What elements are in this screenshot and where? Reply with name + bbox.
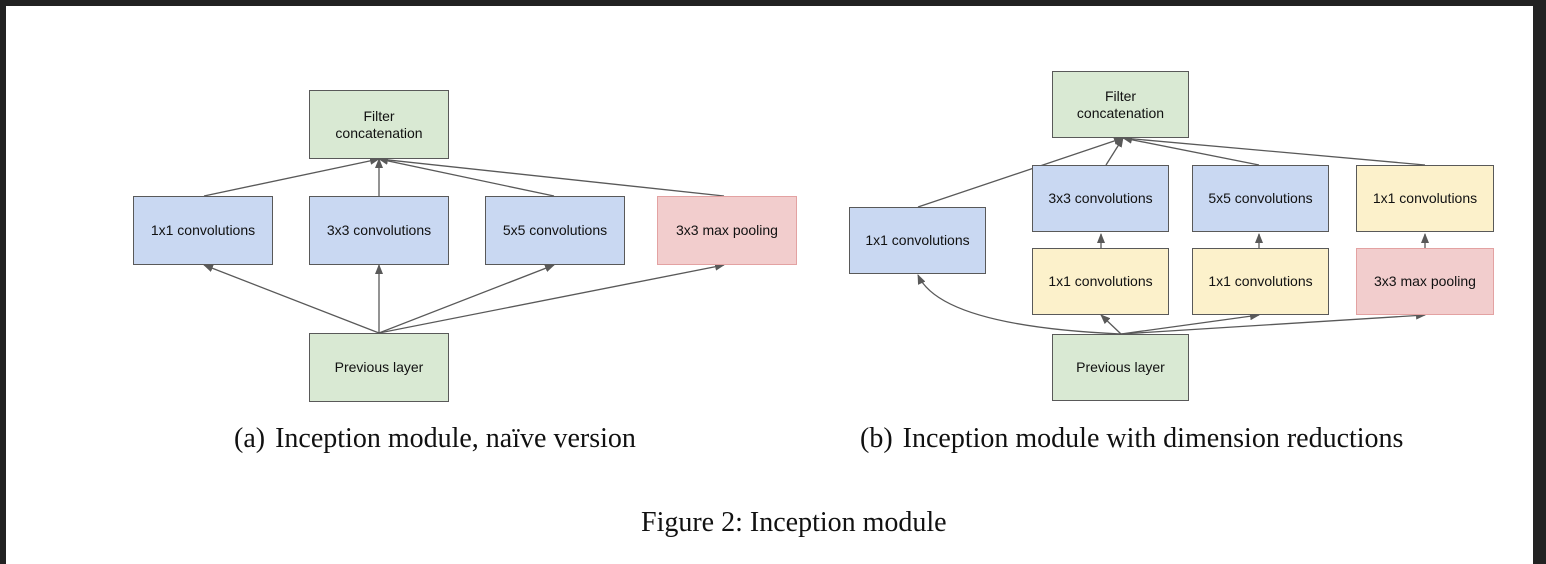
arrow-a-1x1-to-concat [203, 156, 380, 197]
b-3x3-max-pooling: 3x3 max pooling [1356, 248, 1494, 315]
arrow-a-prev-to-5x5 [378, 264, 555, 334]
caption-b-text: Inception module with dimension reductio… [902, 423, 1404, 454]
a-filter-concatenation: Filter concatenation [309, 90, 449, 159]
caption-b-label: (b) [860, 423, 893, 454]
b-previous-layer: Previous layer [1052, 334, 1189, 401]
a-filter-concat-line2: concatenation [335, 124, 423, 141]
a-5x5-convolutions: 5x5 convolutions [485, 196, 625, 265]
arrow-a-pool-to-concat [378, 155, 725, 197]
arrow-b-prev-to-1x1-b [1120, 312, 1260, 335]
figure-caption: Figure 2: Inception module [641, 507, 947, 538]
b-1x1-convolutions-after-pool: 1x1 convolutions [1356, 165, 1494, 232]
b-1x1-reduction-before-3x3: 1x1 convolutions [1032, 248, 1169, 315]
arrow-b-prev-to-direct-1x1 [917, 274, 1122, 335]
arrow-b-3x3-to-concat [1105, 137, 1124, 166]
b-direct-1x1-convolutions: 1x1 convolutions [849, 207, 986, 274]
b-filter-concatenation: Filter concatenation [1052, 71, 1189, 138]
b-1x1-reduction-before-5x5: 1x1 convolutions [1192, 248, 1329, 315]
arrow-b-direct-to-concat [917, 137, 1124, 208]
caption-a-label: (a) [234, 423, 266, 454]
caption-a: (a) Inception module, naïve version [234, 423, 636, 455]
caption-b: (b) Inception module with dimension reduc… [860, 423, 1403, 455]
figure-page: Filter concatenation 1x1 convolutions 3x… [6, 6, 1533, 564]
b-3x3-convolutions: 3x3 convolutions [1032, 165, 1169, 232]
b-filter-concat-line1: Filter [1104, 87, 1137, 104]
a-filter-concat-line1: Filter [363, 107, 395, 124]
arrow-a-prev-to-1x1 [203, 264, 380, 334]
arrow-b-prev-to-1x1-a [1100, 314, 1122, 335]
arrow-b-prev-to-pool [1120, 311, 1426, 335]
arrow-layer [203, 134, 1429, 335]
caption-a-text: Inception module, naïve version [275, 423, 636, 454]
arrow-b-5x5-to-concat [1122, 135, 1260, 166]
arrow-a-prev-to-pool [378, 262, 725, 334]
b-filter-concat-line2: concatenation [1076, 104, 1165, 121]
a-previous-layer: Previous layer [309, 333, 449, 402]
a-3x3-max-pooling: 3x3 max pooling [657, 196, 797, 265]
a-3x3-convolutions: 3x3 convolutions [309, 196, 449, 265]
a-1x1-convolutions: 1x1 convolutions [133, 196, 273, 265]
arrow-b-1x1-right-to-concat [1122, 134, 1426, 166]
arrow-a-5x5-to-concat [378, 156, 555, 197]
b-5x5-convolutions: 5x5 convolutions [1192, 165, 1329, 232]
